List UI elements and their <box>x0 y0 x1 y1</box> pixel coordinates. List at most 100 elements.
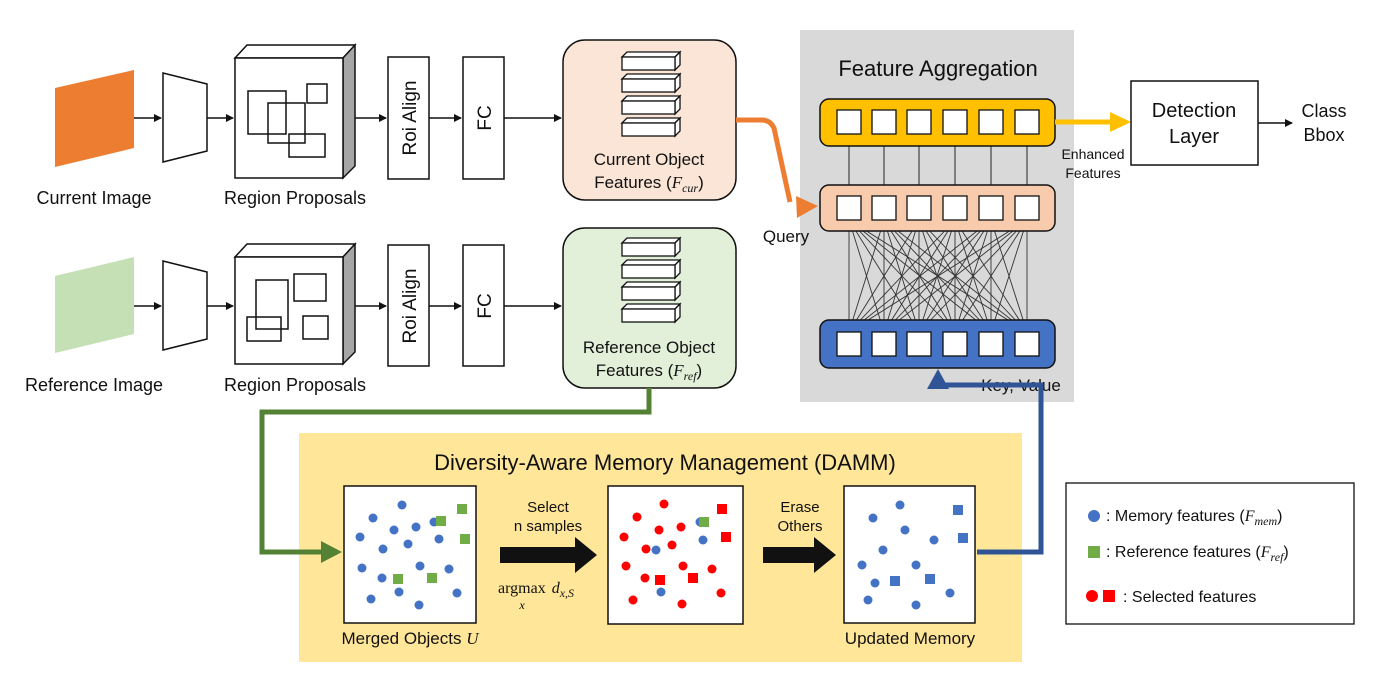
feature-square <box>457 504 467 514</box>
legend-reference-label: : Reference features (Fref) <box>1106 544 1289 564</box>
query-arrowhead <box>796 196 818 218</box>
feature-dot <box>628 595 638 605</box>
enhanced-features-label-line2: Features <box>1065 165 1120 181</box>
select-arrow <box>500 537 597 573</box>
feature-square <box>890 576 900 586</box>
feature-dot <box>659 499 669 509</box>
feature-dot <box>878 545 888 555</box>
attention-line <box>954 219 1028 333</box>
region-proposals-label-reference: Region Proposals <box>224 375 366 395</box>
feature-dot <box>434 534 444 544</box>
erase-label-line1: Erase <box>780 499 819 516</box>
merged-objects-box <box>343 485 477 624</box>
feature-dot <box>452 588 462 598</box>
merged-objects-label: Merged Objects U <box>341 629 480 648</box>
backbone-trapezoid-current <box>162 72 208 163</box>
feature-dot <box>677 599 687 609</box>
enhanced-cell <box>871 109 897 135</box>
legend-selected-label: : Selected features <box>1123 589 1256 606</box>
feature-square <box>655 575 665 585</box>
query-cell <box>836 195 862 221</box>
enhanced-cell <box>942 109 968 135</box>
erase-label-line2: Others <box>777 518 822 535</box>
feature-dot <box>911 560 921 570</box>
feature-scatter <box>355 499 968 610</box>
feature-dot <box>707 564 717 574</box>
attention-connections <box>848 219 1028 333</box>
feature-square <box>460 534 470 544</box>
reference-features-caption-line1: Reference Object <box>583 338 716 357</box>
feature-dot <box>411 522 421 532</box>
roi-align-box-reference <box>387 244 430 367</box>
feature-dot <box>378 544 388 554</box>
feature-dot <box>619 532 629 542</box>
class-output-label: Class <box>1301 101 1346 121</box>
feature-dot <box>698 535 708 545</box>
erase-arrow <box>763 537 836 573</box>
feature-dot <box>895 500 905 510</box>
feature-dot <box>394 587 404 597</box>
detection-layer-label-line1: Detection <box>1152 100 1237 122</box>
attention-line <box>883 219 1028 333</box>
feature-square <box>688 573 698 583</box>
feature-dot <box>403 539 413 549</box>
fc-label-reference: FC <box>475 293 496 318</box>
current-image-label: Current Image <box>36 188 151 208</box>
query-arrow <box>736 117 793 203</box>
feature-dot <box>945 588 955 598</box>
key-value-cell <box>906 331 932 357</box>
attention-line <box>848 219 1028 333</box>
fc-box-reference <box>462 244 505 367</box>
enhanced-cell <box>836 109 862 135</box>
feature-dot <box>900 525 910 535</box>
enhanced-features-label-line1: Enhanced <box>1061 146 1124 162</box>
region-proposals-cube-reference <box>233 242 357 366</box>
key-value-cell <box>836 331 862 357</box>
detection-layer-box <box>1130 80 1259 166</box>
feature-dot <box>911 600 921 610</box>
feature-dot <box>667 540 677 550</box>
select-label-line2: n samples <box>514 518 582 535</box>
query-cell <box>978 195 1004 221</box>
current-features-caption-line1: Current Object <box>594 150 705 169</box>
feature-dot <box>716 588 726 598</box>
query-label: Query <box>763 227 810 246</box>
query-cell <box>871 195 897 221</box>
attention-line <box>918 219 1028 333</box>
roi-align-label-reference: Roi Align <box>400 269 421 344</box>
feature-dot <box>397 500 407 510</box>
enhanced-cell <box>906 109 932 135</box>
feature-dot <box>654 525 664 535</box>
current-image-shape <box>55 70 134 167</box>
feature-dot <box>640 573 650 583</box>
reference-to-damm-arrowhead <box>321 541 342 563</box>
enhanced-features-arrowhead <box>1110 112 1131 132</box>
memory-to-keyvalue-arrow <box>938 382 1044 555</box>
reference-features-caption-line2: Features (Fref) <box>596 361 702 383</box>
legend-memory-dot <box>1088 510 1100 522</box>
feature-square <box>958 533 968 543</box>
feature-dot <box>389 525 399 535</box>
attention-line <box>848 219 885 333</box>
feature-dot <box>444 564 454 574</box>
legend-memory-label: : Memory features (Fmem) <box>1106 508 1282 528</box>
feature-aggregation-title: Feature Aggregation <box>838 56 1037 81</box>
feature-dot <box>656 587 666 597</box>
feature-dot <box>377 573 387 583</box>
enhanced-cell <box>978 109 1004 135</box>
feature-square <box>699 517 709 527</box>
feature-dot <box>621 561 631 571</box>
detection-layer-label-line2: Layer <box>1169 126 1219 148</box>
query-cell <box>906 195 932 221</box>
feature-dot <box>368 513 378 523</box>
query-cell <box>942 195 968 221</box>
current-features-caption-line2: Features (Fcur) <box>594 173 704 195</box>
reference-to-damm-arrow <box>259 388 652 555</box>
region-proposals-cube-current <box>233 43 357 180</box>
argmax-subscript: x <box>518 598 525 612</box>
feature-dot <box>868 513 878 523</box>
current-feature-stack <box>620 50 682 138</box>
